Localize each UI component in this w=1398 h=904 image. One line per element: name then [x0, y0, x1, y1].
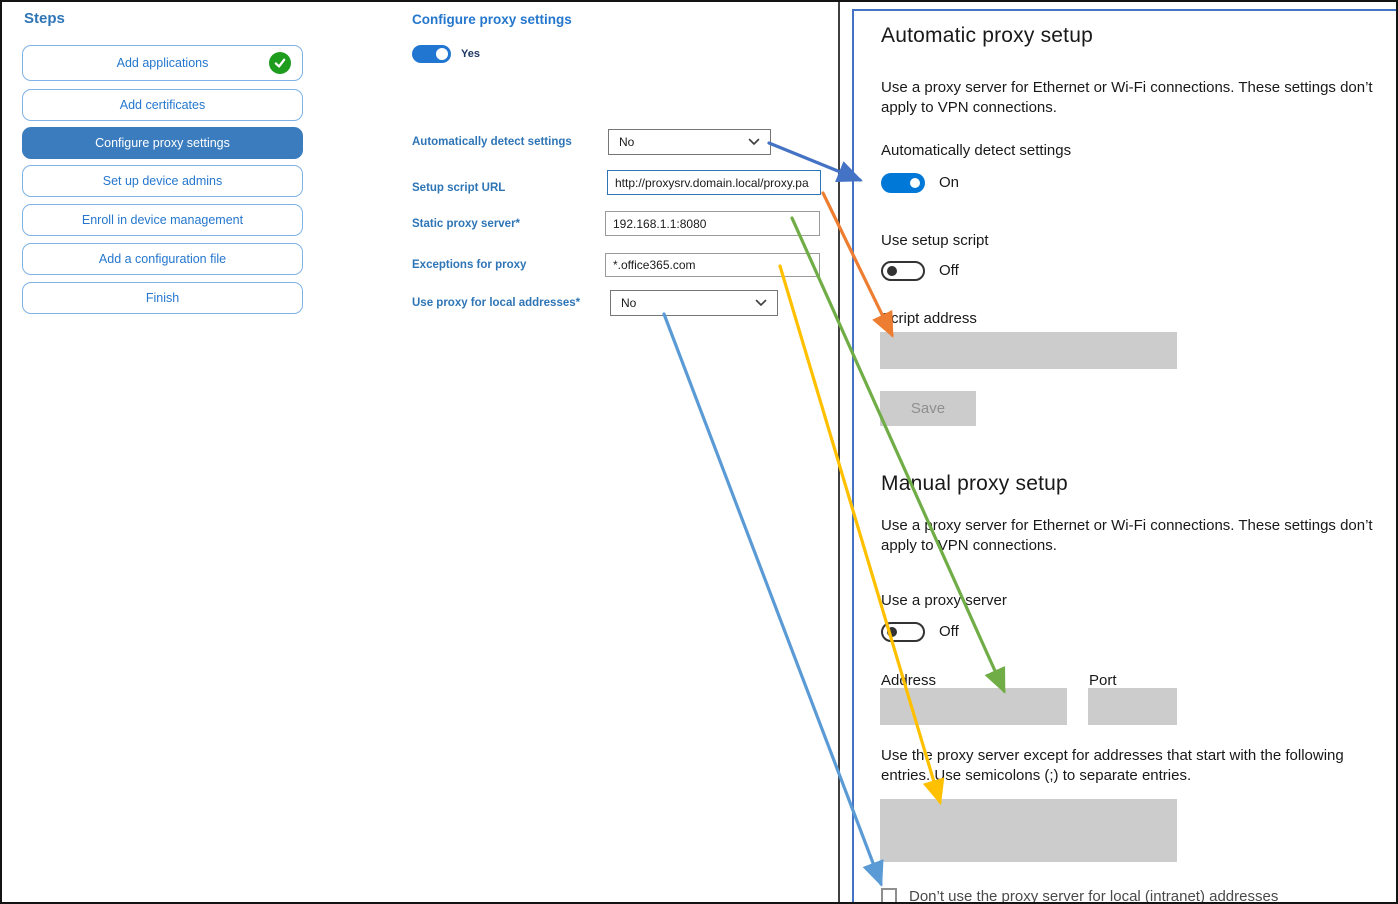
step-add-certificates[interactable]: Add certificates	[22, 89, 303, 121]
address-label: Address	[881, 672, 937, 689]
local-intranet-checkbox-label: Don’t use the proxy server for local (in…	[909, 888, 1279, 904]
static-proxy-server-input[interactable]	[605, 211, 820, 236]
address-input[interactable]	[880, 688, 1067, 725]
configure-proxy-toggle-state: Yes	[461, 48, 480, 60]
step-add-applications[interactable]: Add applications	[22, 45, 303, 81]
toggle-knob	[910, 178, 920, 188]
automatically-detect-settings-select[interactable]: No	[608, 129, 771, 155]
setup-script-url-input[interactable]	[607, 170, 821, 195]
use-setup-script-toggle[interactable]	[881, 261, 925, 281]
port-input[interactable]	[1088, 688, 1177, 725]
use-a-proxy-server-toggle[interactable]	[881, 622, 925, 642]
proxy-exceptions-textarea[interactable]	[880, 799, 1177, 862]
use-setup-script-toggle-state: Off	[939, 262, 959, 279]
automatic-proxy-description: Use a proxy server for Ethernet or Wi-Fi…	[881, 79, 1373, 116]
page-title: Configure proxy settings	[412, 12, 572, 27]
steps-title: Steps	[24, 10, 65, 27]
step-add-a-configuration-file[interactable]: Add a configuration file	[22, 243, 303, 275]
step-completed-badge	[269, 52, 291, 74]
chevron-down-icon	[755, 299, 767, 306]
automatic-proxy-setup-heading: Automatic proxy setup	[881, 24, 1093, 47]
local-intranet-checkbox[interactable]	[881, 888, 897, 902]
field-label-static-proxy-server: Static proxy server*	[412, 218, 521, 230]
checkmark-icon	[274, 58, 286, 68]
use-setup-script-label: Use setup script	[881, 232, 989, 249]
script-address-input[interactable]	[880, 332, 1177, 369]
toggle-knob	[887, 266, 897, 276]
field-label-setup-script-url: Setup script URL	[412, 182, 506, 194]
select-value: No	[621, 296, 637, 310]
configure-proxy-toggle[interactable]	[412, 45, 451, 63]
use-proxy-for-local-addresses-select[interactable]: No	[610, 290, 778, 316]
step-finish[interactable]: Finish	[22, 282, 303, 314]
step-label: Finish	[145, 291, 180, 305]
use-a-proxy-server-label: Use a proxy server	[881, 592, 1007, 609]
step-label: Add certificates	[119, 98, 206, 112]
step-label: Set up device admins	[102, 174, 223, 188]
automatically-detect-settings-toggle[interactable]	[881, 173, 925, 193]
toggle-knob	[887, 627, 897, 637]
windows-proxy-settings-panel: Automatic proxy setup Use a proxy server…	[852, 9, 1396, 904]
manual-proxy-setup-heading: Manual proxy setup	[881, 472, 1068, 495]
field-label-exceptions-for-proxy: Exceptions for proxy	[412, 259, 527, 271]
field-label-use-proxy-for-local-addresses: Use proxy for local addresses*	[412, 297, 581, 309]
detect-settings-toggle-state: On	[939, 174, 960, 191]
field-label-automatically-detect-settings: Automatically detect settings	[412, 136, 572, 148]
proxy-exceptions-description: Use the proxy server except for addresse…	[881, 747, 1344, 784]
annotation-arrow-local-addresses	[662, 312, 884, 887]
step-label: Enroll in device management	[81, 213, 244, 227]
exceptions-for-proxy-input[interactable]	[605, 253, 820, 277]
chevron-down-icon	[748, 138, 760, 145]
toggle-knob	[436, 48, 448, 60]
content-divider	[838, 2, 840, 902]
step-set-up-device-admins[interactable]: Set up device admins	[22, 165, 303, 197]
manual-proxy-description: Use a proxy server for Ethernet or Wi-Fi…	[881, 517, 1373, 554]
step-label: Add a configuration file	[98, 252, 227, 266]
step-enroll-in-device-management[interactable]: Enroll in device management	[22, 204, 303, 236]
step-label: Configure proxy settings	[95, 136, 230, 150]
save-button[interactable]: Save	[880, 391, 976, 426]
port-label: Port	[1089, 672, 1117, 689]
use-a-proxy-server-toggle-state: Off	[939, 623, 959, 640]
select-value: No	[619, 135, 635, 149]
detect-settings-label: Automatically detect settings	[881, 142, 1072, 159]
step-label: Add applications	[116, 56, 209, 70]
script-address-label: Script address	[881, 310, 977, 327]
step-configure-proxy-settings[interactable]: Configure proxy settings	[22, 127, 303, 159]
